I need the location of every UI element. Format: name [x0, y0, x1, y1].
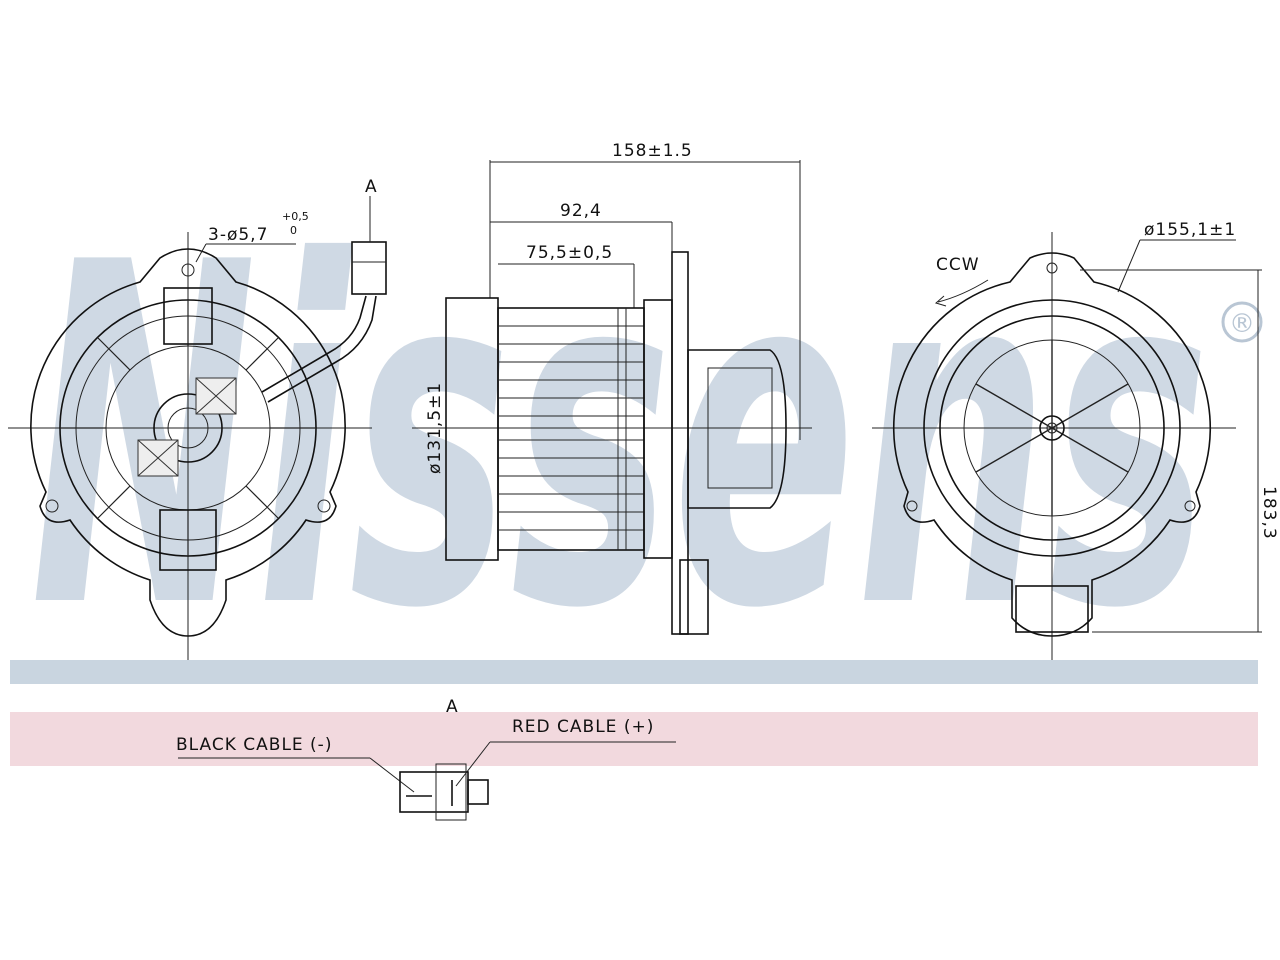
- cable-band: [10, 712, 1258, 766]
- rear-wheel-ring: [939, 315, 1165, 541]
- mount-holes-tol-upper: +0,5: [282, 210, 309, 223]
- rear-mount-hole-right: [1184, 500, 1196, 512]
- red-cable-leader: [455, 741, 491, 787]
- side-bottom-plug: [679, 559, 709, 635]
- wheel-diameter-label: ø131,5±1: [425, 382, 445, 474]
- black-cable-leader: [369, 757, 415, 793]
- mount-hole-right: [317, 499, 331, 513]
- front-housing-outline: [30, 248, 346, 637]
- ccw-arrow: [937, 279, 989, 303]
- front-wire-harness-2: [267, 295, 377, 403]
- side-wheel-blades: [498, 308, 644, 550]
- registered-mark: ®: [1229, 309, 1255, 339]
- mount-hole-left: [45, 499, 59, 513]
- connector-pin-frame: [435, 763, 467, 821]
- mount-holes-label: 3-ø5,7: [208, 225, 268, 245]
- watermark: Nissens ®: [10, 164, 1263, 766]
- side-view: 158±1.5 92,4 75,5±0,5 ø131,5±1: [412, 141, 812, 635]
- overall-height-label: 183,3: [1259, 486, 1279, 540]
- black-cable-label: BLACK CABLE (-): [176, 735, 332, 755]
- front-radial-ribs: [60, 300, 316, 556]
- connector-latch: [467, 779, 489, 805]
- rear-wheel-spokes: [975, 340, 1129, 516]
- front-windings: [137, 377, 237, 477]
- watermark-band: [10, 660, 1258, 684]
- overall-length-label: 158±1.5: [612, 141, 693, 161]
- connector-detail: A BLACK CABLE (-) RED CABLE (+): [176, 697, 676, 821]
- rear-bottom-socket: [1015, 585, 1089, 633]
- front-hub: [153, 393, 223, 463]
- front-hub-inner: [167, 407, 209, 449]
- rear-hub: [1039, 415, 1065, 441]
- rotation-label: CCW: [936, 255, 980, 275]
- registered-mark-circle: [1221, 301, 1263, 343]
- housing-diameter-label: ø155,1±1: [1144, 220, 1236, 240]
- front-top-bracket: [163, 287, 213, 345]
- rear-hub-inner: [1046, 422, 1058, 434]
- red-cable-label: RED CABLE (+): [512, 717, 654, 737]
- side-motor-cap: [707, 367, 773, 489]
- mount-hole-top: [181, 263, 195, 277]
- front-wire-harness: [261, 295, 367, 393]
- front-bottom-socket: [159, 509, 217, 571]
- ccw-arrow-head: [934, 295, 947, 307]
- motor-length-label: 92,4: [560, 201, 602, 221]
- rear-mount-hole-left: [906, 500, 918, 512]
- front-connector-a: [351, 241, 387, 295]
- connector-body: [399, 771, 469, 813]
- rear-mount-hole-top: [1046, 262, 1058, 274]
- side-motor-body: [687, 349, 787, 509]
- rear-view: CCW ø155,1±1 183,3: [872, 220, 1279, 660]
- mount-holes-leader: [195, 243, 207, 263]
- wheel-length-label: 75,5±0,5: [526, 243, 613, 263]
- view-a-marker: A: [446, 697, 459, 717]
- view-a-marker-top: A: [365, 177, 378, 197]
- rear-outer-ring: [923, 299, 1181, 557]
- housing-diameter-leader: [1117, 239, 1141, 293]
- mount-holes-tol-lower: 0: [290, 224, 297, 237]
- front-view: A 3-ø5,7 +0,5 0: [8, 177, 387, 660]
